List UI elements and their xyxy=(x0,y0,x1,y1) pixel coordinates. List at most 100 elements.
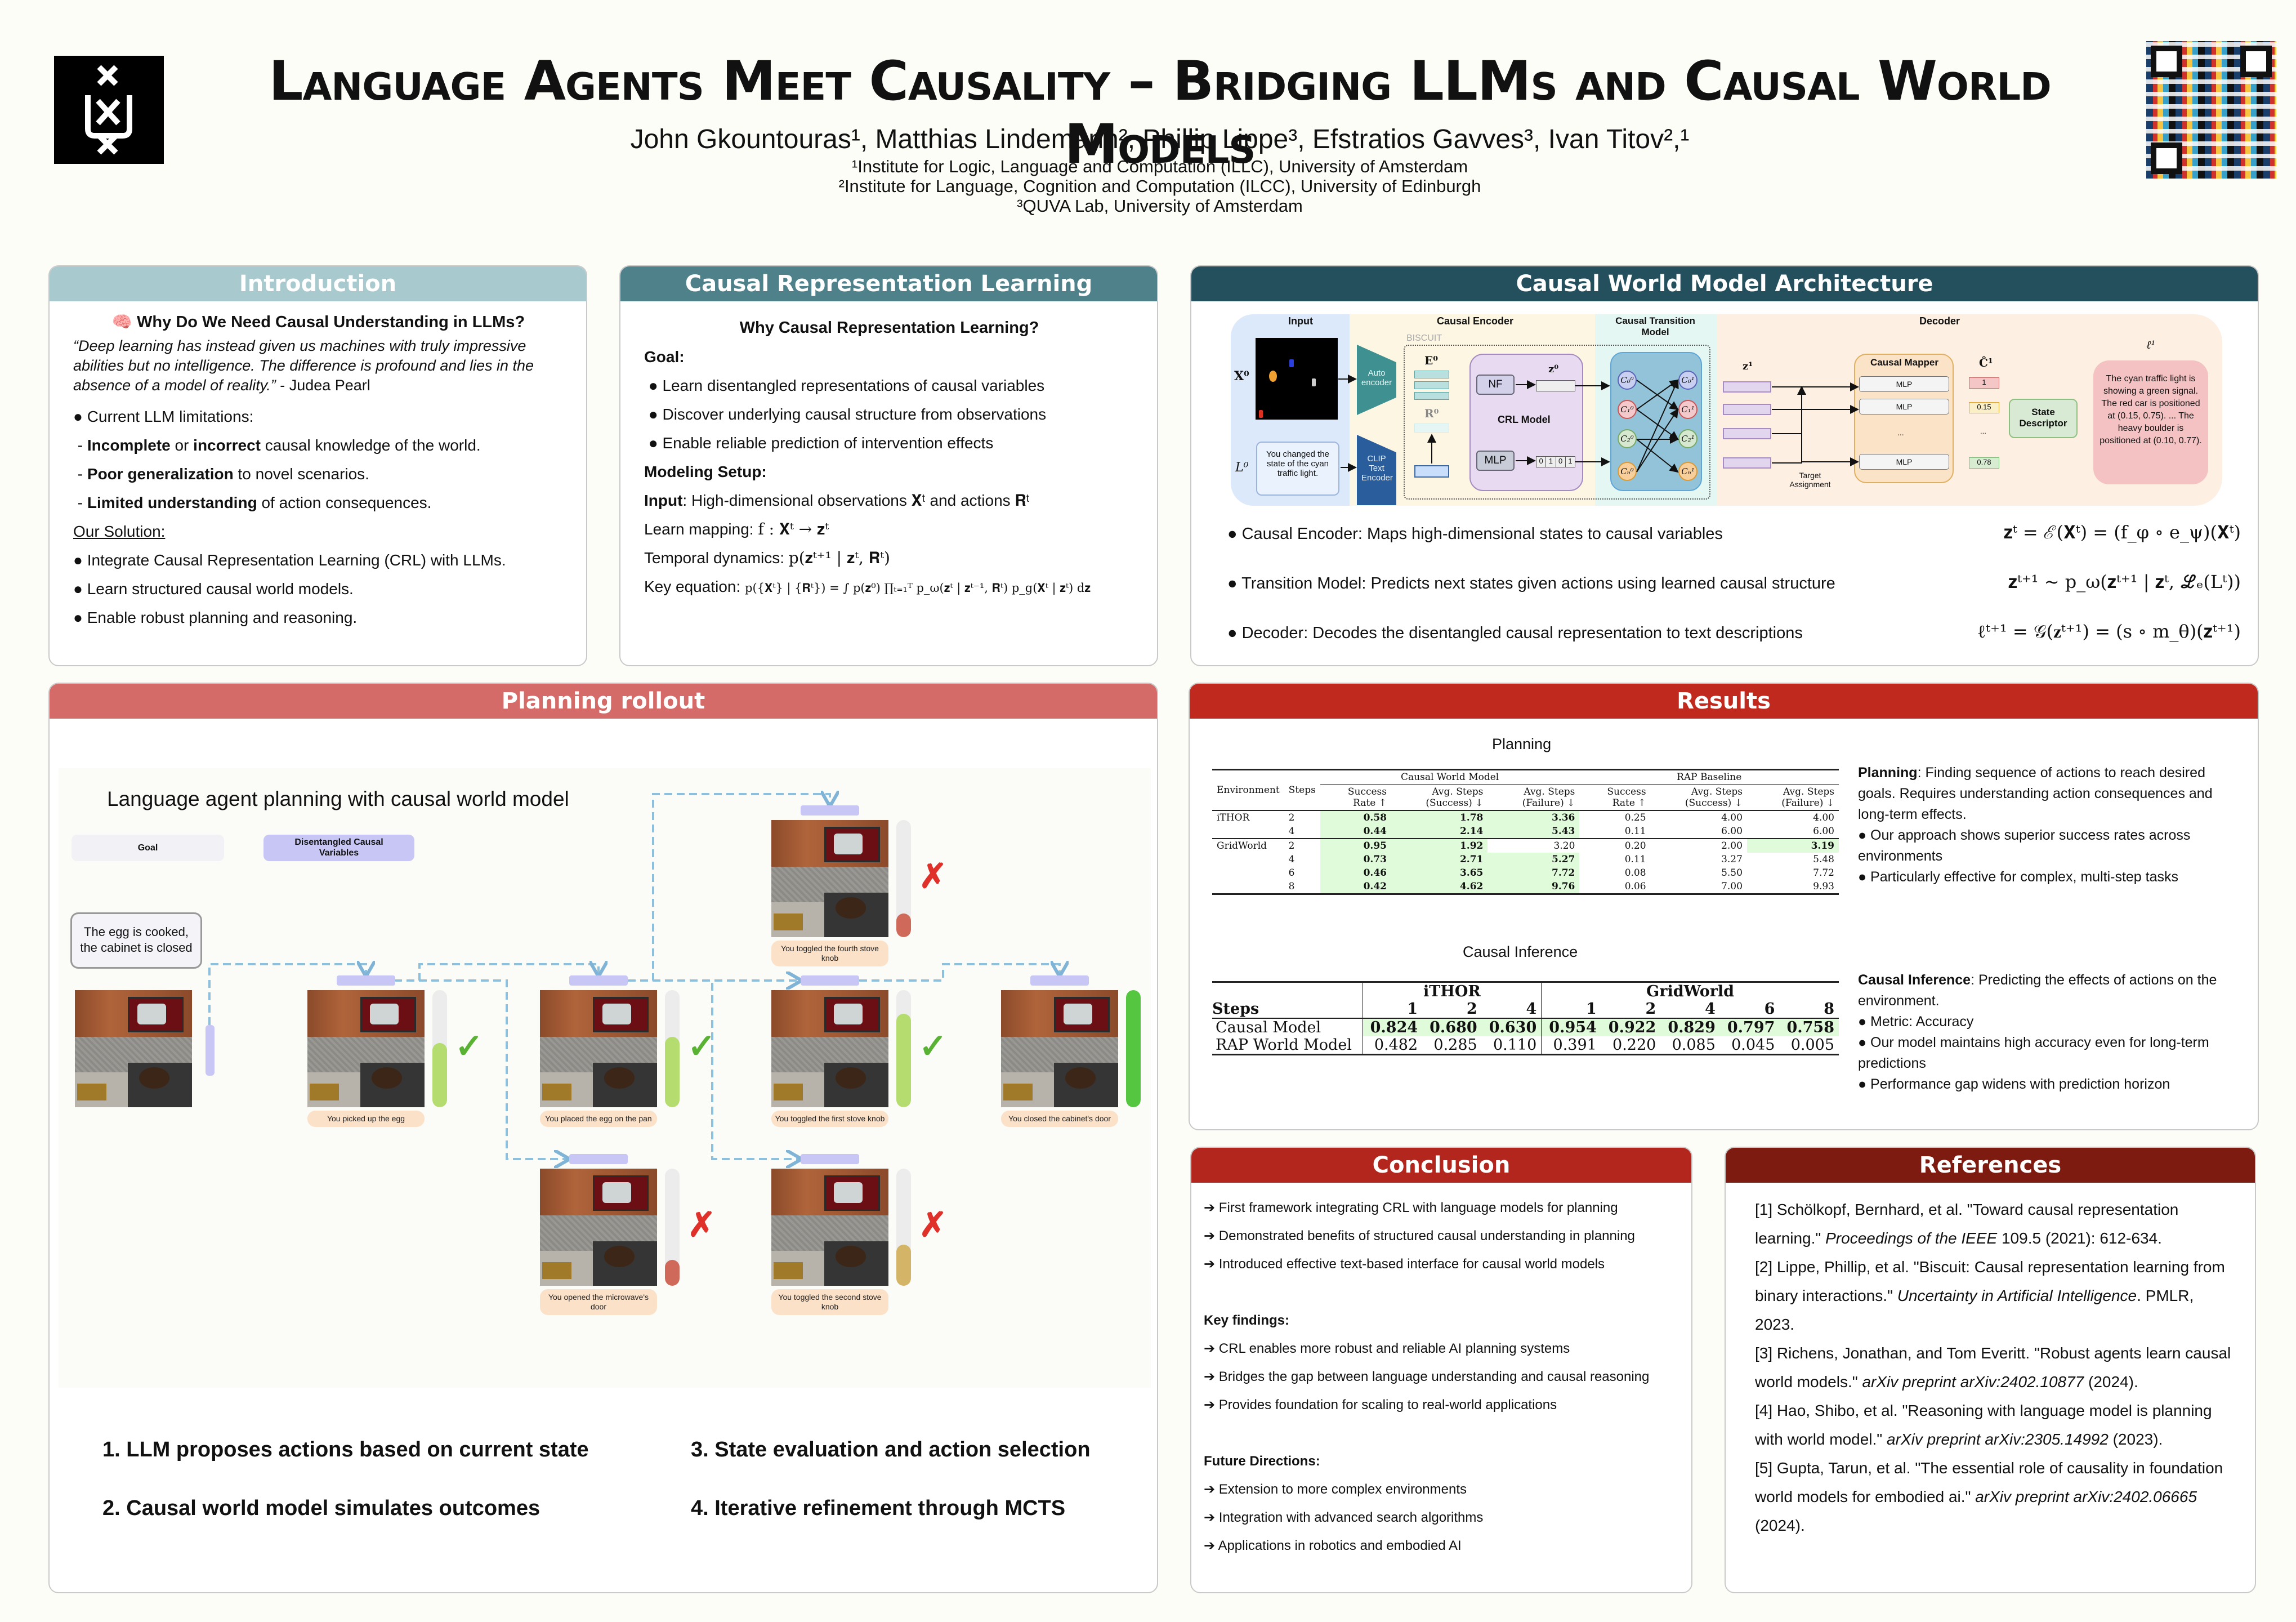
causal-variables-pill xyxy=(801,975,859,986)
latent-bar xyxy=(1723,381,1771,393)
finding-item: ➔ Bridges the gap between language under… xyxy=(1204,1369,1650,1384)
steps-cell: 2 xyxy=(1288,812,1295,823)
nf-box: NF xyxy=(1476,375,1515,395)
future-item: ➔ Integration with advanced search algor… xyxy=(1204,1510,1484,1525)
goal-text-box: The egg is cooked, the cabinet is closed xyxy=(70,912,202,969)
accuracy-cell: 0.391 xyxy=(1541,1036,1601,1055)
value-cell: 7.00 xyxy=(1721,881,1743,892)
input-label: Input xyxy=(1288,315,1313,327)
z0-vector xyxy=(1536,380,1575,391)
accuracy-cell: 0.680 xyxy=(1422,1018,1482,1036)
l1-text-box: The cyan traffic light is showing a gree… xyxy=(2093,360,2208,484)
value-cell: 0.42 xyxy=(1320,880,1391,894)
step-header: 1 xyxy=(1362,1000,1423,1018)
column-header: Environment xyxy=(1217,785,1280,796)
limitation-item: - Incomplete or incorrect causal knowled… xyxy=(73,436,481,454)
latent-bar xyxy=(1723,404,1771,415)
logo-crosses-icon xyxy=(85,65,132,155)
future-item: ➔ Extension to more complex environments xyxy=(1204,1482,1467,1497)
causal-variables-pill xyxy=(337,975,395,986)
future-item: ➔ Applications in robotics and embodied … xyxy=(1204,1538,1462,1553)
affiliation-2: ²Institute for Language, Cognition and C… xyxy=(838,176,1481,196)
crl-panel: Causal Representation Learning Why Causa… xyxy=(619,265,1158,666)
c-value: 1 xyxy=(1969,377,1999,389)
accuracy-cell: 0.220 xyxy=(1612,1036,1656,1054)
r0-label: 𝐑⁰ xyxy=(1424,407,1439,420)
crl-model-label: CRL Model xyxy=(1498,414,1551,425)
action-caption: You placed the egg on the pan xyxy=(540,1111,657,1127)
l1-label: ℓ¹ xyxy=(2146,338,2156,351)
accuracy-cell: 0.005 xyxy=(1790,1036,1834,1054)
environment-cell xyxy=(1212,853,1284,866)
biscuit-label: BISCUIT xyxy=(1406,333,1442,343)
conclusion-list: ➔ CRL enables more robust and reliable A… xyxy=(1204,1335,1680,1419)
c-hat-label: Ĉ¹ xyxy=(1979,356,1993,369)
reference-venue: Proceedings of the IEEE xyxy=(1825,1229,1998,1247)
planning-bullet: ● Particularly effective for complex, mu… xyxy=(1858,869,2178,885)
kitchen-scene-image xyxy=(771,1169,888,1286)
c-value: 0.15 xyxy=(1969,402,1999,413)
inference-bullet: ● Performance gap widens with prediction… xyxy=(1858,1076,2170,1092)
references-panel: References [1] Schölkopf, Bernhard, et a… xyxy=(1725,1147,2256,1593)
action-caption: You toggled the second stove knob xyxy=(771,1289,888,1315)
results-header: Results xyxy=(1190,684,2258,719)
accuracy-cell: 0.285 xyxy=(1433,1036,1477,1054)
mapper-mlp: MLP xyxy=(1859,454,1949,470)
causal-mapper-label: Causal Mapper xyxy=(1870,357,1938,368)
affiliation-3: ³QUVA Lab, University of Amsterdam xyxy=(1017,196,1303,216)
z1-label: 𝐳¹ xyxy=(1743,360,1753,372)
model-name: Causal Model xyxy=(1216,1019,1321,1036)
results-panel: Results xyxy=(1189,683,2259,1130)
value-cell: 0.73 xyxy=(1320,853,1391,866)
value-bar xyxy=(665,1169,680,1286)
check-icon: ✓ xyxy=(919,1027,948,1065)
value-cell: 3.65 xyxy=(1391,866,1488,880)
accuracy-cell: 0.829 xyxy=(1660,1018,1720,1036)
accuracy-cell: 0.922 xyxy=(1601,1018,1661,1036)
solution-label: Our Solution: xyxy=(73,523,166,540)
group-header: iTHOR xyxy=(1362,982,1542,1000)
c-value: 0.78 xyxy=(1969,457,1999,469)
architecture-arrows xyxy=(1338,375,1859,473)
temporal-line: Temporal dynamics: p(𝐳ᵗ⁺¹ | 𝐳ᵗ, 𝐑ᵗ) xyxy=(644,549,890,567)
intro-subtitle: 🧠 Why Do We Need Causal Understanding in… xyxy=(111,313,525,331)
qr-code[interactable] xyxy=(2146,41,2276,179)
references-header: References xyxy=(1726,1148,2255,1183)
introduction-header: Introduction xyxy=(50,266,586,301)
value-cell: 0.08 xyxy=(1624,867,1646,879)
causal-node-t1: C₂¹ xyxy=(1678,429,1698,448)
arch-bullet: ● Causal Encoder: Maps high-dimensional … xyxy=(1227,525,1723,543)
limitations-label: ● Current LLM limitations: xyxy=(73,408,254,425)
brain-icon: 🧠 xyxy=(111,313,137,331)
latent-bar xyxy=(1723,457,1771,469)
accuracy-cell: 0.758 xyxy=(1779,1018,1839,1036)
arch-equation: ℓᵗ⁺¹ = 𝒢(𝐳ᵗ⁺¹) = (s ∘ m_θ)(𝐳ᵗ⁺¹) xyxy=(1977,621,2241,642)
reference-item: [2] Lippe, Phillip, et al. "Biscuit: Cau… xyxy=(1755,1258,2225,1333)
step-header: 2 xyxy=(1645,1000,1656,1018)
causal-node-t1: Cₙ¹ xyxy=(1678,462,1698,481)
encoder-label: Causal Encoder xyxy=(1436,315,1514,327)
value-bar-fill xyxy=(896,1013,911,1107)
value-bar-fill xyxy=(665,1037,680,1107)
state-descriptor-box: State Descriptor xyxy=(2009,399,2078,438)
steps-cell: 4 xyxy=(1288,826,1295,837)
value-cell: 5.48 xyxy=(1813,854,1834,865)
limitation-item: - Poor generalization to novel scenarios… xyxy=(73,465,369,483)
step-header: 1 xyxy=(1541,1000,1601,1018)
kitchen-scene-image xyxy=(1001,990,1118,1107)
planning-diagram-title: Language agent planning with causal worl… xyxy=(107,787,569,810)
kitchen-scene-image xyxy=(540,990,657,1107)
accuracy-cell: 0.045 xyxy=(1731,1036,1775,1054)
check-icon: ✓ xyxy=(455,1027,484,1065)
value-cell: 6.00 xyxy=(1813,826,1834,837)
arch-bullet: ● Transition Model: Predicts next states… xyxy=(1227,574,1835,592)
conclusion-item: ➔ Introduced effective text-based interf… xyxy=(1204,1256,1605,1272)
z0-label: 𝐳⁰ xyxy=(1548,363,1559,375)
column-header: Avg. Steps (Success) ↓ xyxy=(1685,786,1743,809)
inference-bullet: ● Our model maintains high accuracy even… xyxy=(1858,1035,2209,1071)
